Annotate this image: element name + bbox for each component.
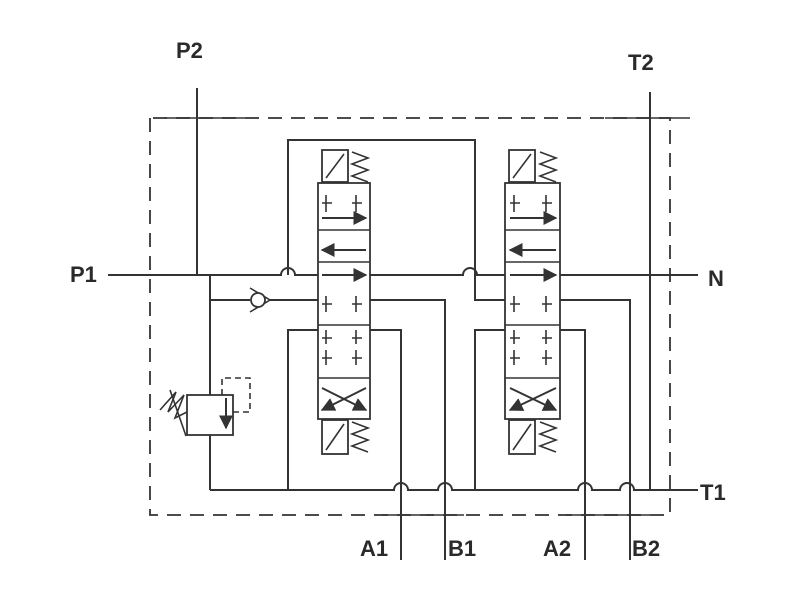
spool-valve-1 (317, 149, 371, 455)
spool-valve-2 (504, 149, 561, 455)
check-valve (249, 287, 272, 313)
relief-valve (159, 377, 251, 490)
port-label-t2: T2 (628, 50, 654, 75)
main-lines (108, 88, 698, 560)
port-label-t1: T1 (700, 480, 726, 505)
valve-enclosure (149, 117, 671, 516)
port-label-b2: B2 (632, 536, 660, 561)
port-label-n: N (708, 266, 724, 291)
port-label-p2: P2 (176, 38, 203, 63)
port-label-a2: A2 (543, 536, 571, 561)
port-label-p1: P1 (70, 262, 97, 287)
port-label-a1: A1 (360, 536, 388, 561)
port-label-b1: B1 (448, 536, 476, 561)
